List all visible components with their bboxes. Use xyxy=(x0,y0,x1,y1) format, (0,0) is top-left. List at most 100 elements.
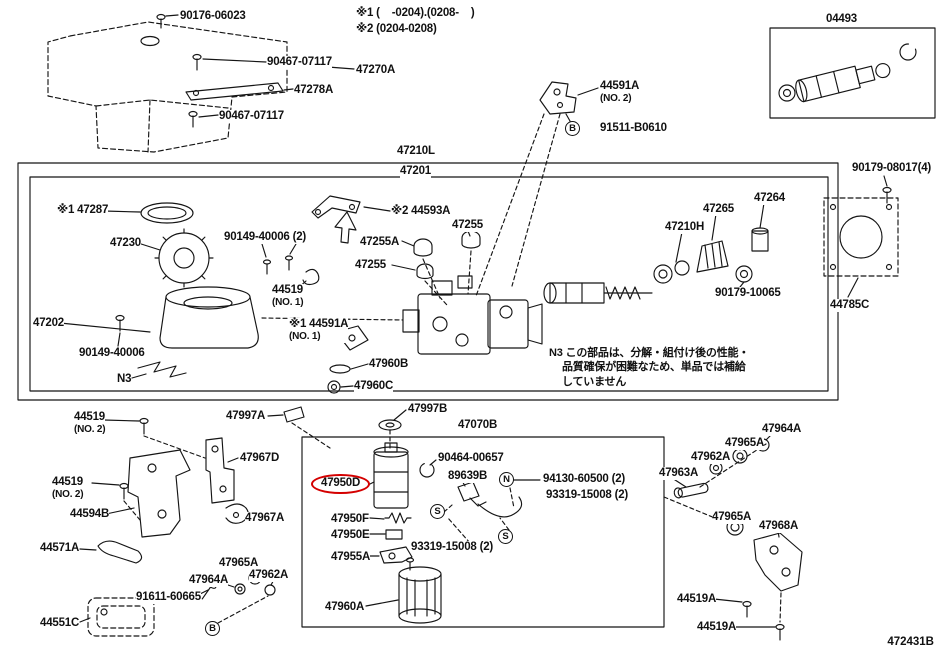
part-number-text: 91511-B0610 xyxy=(600,122,667,134)
part-label-sub: (NO. 1) xyxy=(289,331,321,343)
region-actuator xyxy=(261,230,543,394)
part-label: 47210L xyxy=(397,145,435,159)
part-number-text: 47950E xyxy=(331,529,370,541)
part-label: 44591A(NO. 2) xyxy=(600,80,639,105)
drawing-code: 472431B xyxy=(887,636,934,648)
bolt-icon xyxy=(262,259,272,275)
part-label: 品質確保が困難なため、単品では補給 xyxy=(562,361,746,374)
part-label: 91611-60665 xyxy=(136,591,201,605)
part-number-text: 47997B xyxy=(408,403,448,415)
bolt-icon xyxy=(284,255,294,271)
region-reservoir xyxy=(59,202,320,379)
circled-letter-badge: N xyxy=(499,472,514,487)
part-label: 47962A xyxy=(249,569,289,583)
part-number-text: 47270A xyxy=(356,64,396,76)
part-number-text: 47997A xyxy=(226,410,266,422)
part-label: 47070B xyxy=(458,419,497,433)
part-label: していません xyxy=(562,376,626,389)
part-number-text: 47962A xyxy=(691,451,731,463)
part-label: 90149-40006 xyxy=(79,347,145,361)
part-number-text: 47264 xyxy=(754,192,785,204)
part-label: 47964A xyxy=(762,423,801,437)
part-number-text: 44519 xyxy=(272,284,303,296)
part-number-text: ※2 (0204-0208) xyxy=(356,23,437,35)
part-label: 90179-10065 xyxy=(715,287,781,301)
part-label: 47278A xyxy=(294,84,334,98)
bolt-icon xyxy=(188,110,198,128)
part-number-text: 90149-40006 (2) xyxy=(224,231,307,243)
part-number-text: 90464-00657 xyxy=(438,452,504,464)
part-label: 47963A xyxy=(659,467,698,481)
part-number-text: 47255A xyxy=(360,236,400,248)
part-number-text: 90176-06023 xyxy=(180,10,246,22)
part-label: 44785C xyxy=(830,299,869,313)
part-number-text: 44551C xyxy=(40,617,80,629)
assembly-boxes xyxy=(17,27,936,628)
part-number-text: 89639B xyxy=(448,470,488,482)
part-label: 44519(NO. 2) xyxy=(52,476,84,501)
part-label: 47960B xyxy=(369,358,409,372)
part-number-text: 91611-60665 xyxy=(136,591,201,603)
region-lever xyxy=(311,195,391,244)
part-label: 47210H xyxy=(665,221,704,235)
part-label: 47997A xyxy=(226,410,266,424)
region-lower-right xyxy=(663,433,803,641)
region-top-bracket xyxy=(475,81,599,297)
bolt-icon xyxy=(882,186,892,204)
part-label: 47968A xyxy=(759,520,798,534)
part-label: 47997B xyxy=(408,403,448,417)
part-label: 47965A xyxy=(725,437,764,451)
part-label: ※2 (0204-0208) xyxy=(356,23,437,37)
part-number-text: 94130-60500 (2) xyxy=(543,473,626,485)
part-label: 90467-07117 xyxy=(219,110,284,124)
part-label: 47967D xyxy=(240,452,279,466)
part-label: ※1 47287 xyxy=(57,204,109,218)
bolt-icon xyxy=(156,13,166,29)
part-label: 44594B xyxy=(70,508,109,522)
part-label: 47960C xyxy=(354,380,393,394)
part-number-text: 44571A xyxy=(40,542,80,554)
part-number-text: 47950D xyxy=(321,477,361,489)
bolt-icon xyxy=(742,600,752,618)
part-label: N3 この部品は、分解・組付け後の性能・ xyxy=(549,347,749,360)
part-number-text: 93319-15008 (2) xyxy=(546,489,629,501)
part-label: 47201 xyxy=(400,165,431,179)
part-label: 47255 xyxy=(452,219,483,233)
up-arrow-icon xyxy=(334,211,357,244)
part-label: 91511-B0610 xyxy=(600,122,667,136)
region-kit-04493 xyxy=(778,43,917,103)
part-label-sub: (NO. 2) xyxy=(52,489,84,501)
part-label: 47230 xyxy=(110,237,141,251)
part-label: 90464-00657 xyxy=(438,452,504,466)
part-label: 90176-06023 xyxy=(180,10,246,24)
part-label: 90467-07117 xyxy=(267,56,332,70)
part-number-text: ※1 47287 xyxy=(57,204,109,216)
part-number-text: 47255 xyxy=(452,219,483,231)
part-number-text: 90149-40006 xyxy=(79,347,145,359)
part-label-sub: (NO. 1) xyxy=(272,297,304,309)
part-number-text: 47962A xyxy=(249,569,289,581)
part-label: 47965A xyxy=(219,557,259,571)
part-label: 44519A xyxy=(677,593,716,607)
part-label: ※1 44591A(NO. 1) xyxy=(289,318,348,343)
part-number-text: 44519 xyxy=(74,411,105,423)
part-label: N3 xyxy=(117,373,132,387)
part-number-text: 47965A xyxy=(219,557,259,569)
part-number-text: 90467-07117 xyxy=(219,110,284,122)
part-number-text: ※1 44591A xyxy=(289,318,349,330)
part-number-text: 47960B xyxy=(369,358,409,370)
part-label: 44571A xyxy=(40,542,80,556)
part-label: 44519A xyxy=(697,621,736,635)
part-number-text: 47278A xyxy=(294,84,334,96)
part-label: 47960A xyxy=(325,601,364,615)
part-label: 47270A xyxy=(356,64,396,78)
part-label: 47965A xyxy=(712,511,751,525)
part-number-text: N3 この部品は、分解・組付け後の性能・ xyxy=(549,347,750,359)
part-number-text: 47265 xyxy=(703,203,734,215)
bolt-icon xyxy=(192,53,202,71)
part-number-text: 90467-07117 xyxy=(267,56,332,68)
part-number-text: 47955A xyxy=(331,551,371,563)
bolt-icon xyxy=(405,557,415,571)
part-label: 47255A xyxy=(360,236,400,250)
part-label: 47967A xyxy=(245,512,284,526)
